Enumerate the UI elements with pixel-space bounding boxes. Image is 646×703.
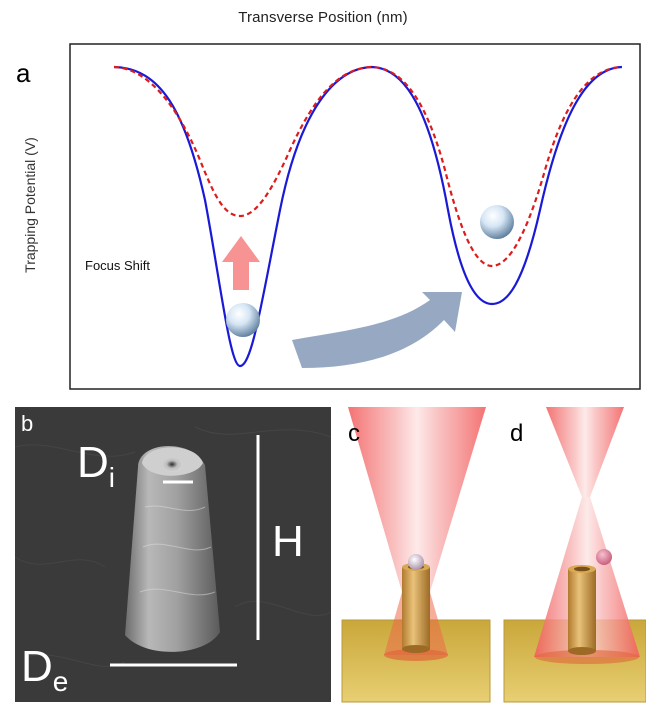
laser-beam-c bbox=[348, 407, 486, 592]
x-axis-title: Transverse Position (nm) bbox=[238, 9, 408, 26]
inner-diameter-label: Di bbox=[77, 438, 115, 492]
particle-d bbox=[596, 549, 612, 565]
nanopillar-c bbox=[402, 567, 430, 649]
particle-c bbox=[408, 554, 424, 570]
dashed-potential-curve bbox=[113, 65, 623, 268]
height-label: H bbox=[272, 517, 304, 566]
panel-c-label: c bbox=[348, 420, 360, 447]
sem-image-panel: b Di H De bbox=[15, 407, 331, 702]
solid-potential-curve bbox=[113, 65, 623, 368]
inner-diameter-symbol: D bbox=[77, 438, 109, 487]
panel-d-schematic bbox=[503, 407, 646, 703]
transfer-arrow bbox=[292, 292, 462, 368]
outer-diameter-subscript: e bbox=[52, 666, 69, 697]
focus-shift-arrow bbox=[222, 236, 260, 290]
panel-c-schematic bbox=[341, 407, 491, 703]
particle-right bbox=[480, 205, 514, 239]
panel-a-label: a bbox=[16, 58, 31, 88]
focus-shift-label: Focus Shift bbox=[85, 258, 151, 273]
outer-diameter-symbol: D bbox=[21, 642, 53, 691]
inner-diameter-subscript: i bbox=[108, 462, 116, 493]
nanopillar-d bbox=[568, 569, 596, 651]
particle-left bbox=[226, 303, 260, 337]
panel-b-label: b bbox=[21, 411, 34, 436]
sem-image bbox=[15, 407, 331, 702]
outer-diameter-label: De bbox=[21, 642, 68, 696]
panel-d-label: d bbox=[510, 420, 524, 447]
laser-beam-d bbox=[546, 407, 624, 497]
schematic-panels bbox=[341, 407, 646, 703]
panel-a-plot bbox=[69, 43, 641, 390]
